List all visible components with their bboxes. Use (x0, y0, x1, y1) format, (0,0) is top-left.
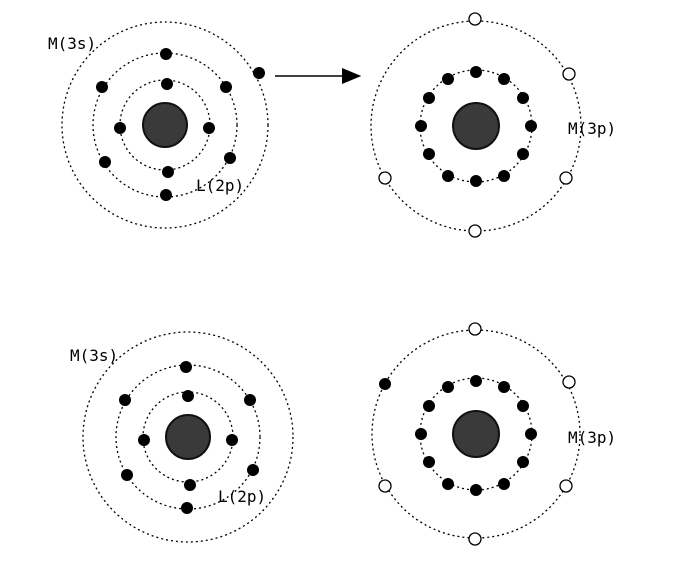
label-l2p: L(2p) (196, 176, 244, 195)
atom-top-left: M(3s) L(2p) (48, 22, 268, 228)
electron (423, 148, 435, 160)
electron (99, 156, 111, 168)
atom-bottom-right: M(3p) (372, 323, 616, 545)
electron (203, 122, 215, 134)
nucleus (453, 103, 499, 149)
vacancy (563, 376, 575, 388)
electron (119, 394, 131, 406)
atom-top-right: M(3p) (371, 13, 616, 237)
electron (498, 478, 510, 490)
label-m3p: M(3p) (568, 428, 616, 447)
electron (220, 81, 232, 93)
electron (517, 400, 529, 412)
vacancy (560, 480, 572, 492)
label-m3s: M(3s) (48, 34, 96, 53)
electron (379, 378, 391, 390)
electron (184, 479, 196, 491)
electron (114, 122, 126, 134)
electron (498, 73, 510, 85)
electron (442, 170, 454, 182)
label-m3p: M(3p) (568, 119, 616, 138)
vacancy (379, 172, 391, 184)
electron (470, 375, 482, 387)
electron (423, 92, 435, 104)
electron (160, 189, 172, 201)
electron (253, 67, 265, 79)
electron (247, 464, 259, 476)
electron (226, 434, 238, 446)
atom-bottom-left: M(3s) L(2p) (70, 332, 293, 542)
label-m3s: M(3s) (70, 346, 118, 365)
electron (442, 381, 454, 393)
vacancy (469, 323, 481, 335)
electron (160, 48, 172, 60)
electron (162, 166, 174, 178)
electron (121, 469, 133, 481)
nucleus (453, 411, 499, 457)
electron (181, 502, 193, 514)
electron (138, 434, 150, 446)
electron (244, 394, 256, 406)
nucleus (143, 103, 187, 147)
vacancy (560, 172, 572, 184)
vacancy (563, 68, 575, 80)
vacancy (469, 533, 481, 545)
electron (161, 78, 173, 90)
vacancy (379, 480, 391, 492)
electron (96, 81, 108, 93)
label-l2p: L(2p) (218, 487, 266, 506)
electron (224, 152, 236, 164)
electron (517, 148, 529, 160)
electron (498, 170, 510, 182)
electron (470, 484, 482, 496)
vacancy (469, 225, 481, 237)
electron (423, 456, 435, 468)
electron (517, 456, 529, 468)
vacancy (469, 13, 481, 25)
electron (517, 92, 529, 104)
electron (415, 428, 427, 440)
electron (423, 400, 435, 412)
nucleus (166, 415, 210, 459)
electron (470, 175, 482, 187)
electron (470, 66, 482, 78)
electron (442, 478, 454, 490)
electron (442, 73, 454, 85)
electron (180, 361, 192, 373)
electron (415, 120, 427, 132)
electron (525, 428, 537, 440)
electron (182, 390, 194, 402)
electron (525, 120, 537, 132)
electron (498, 381, 510, 393)
